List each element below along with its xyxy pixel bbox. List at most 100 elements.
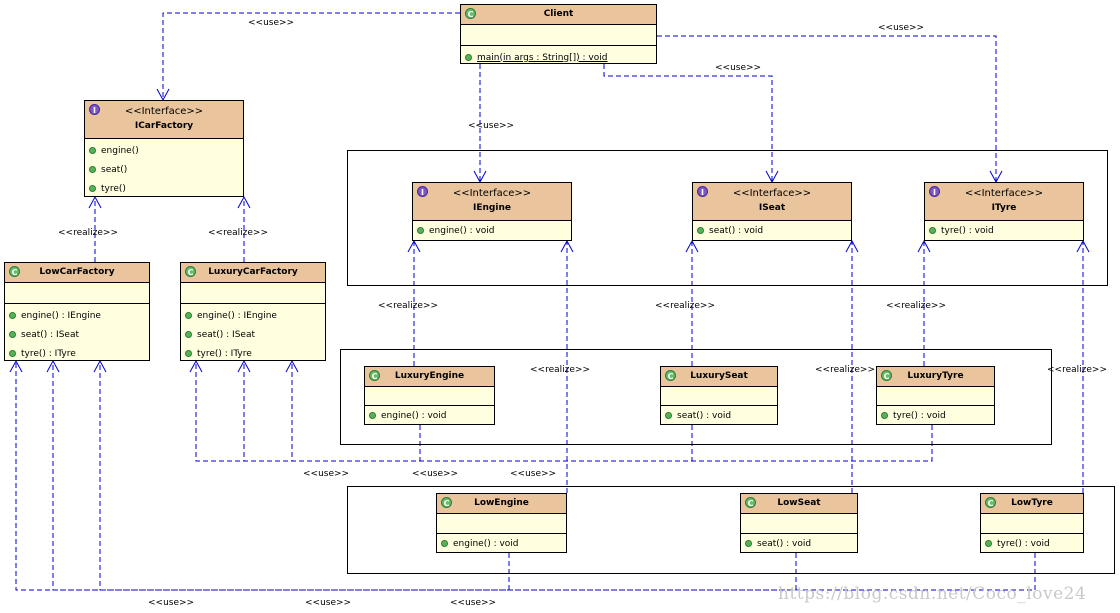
label-use-client-icar: <<use>> <box>248 18 295 28</box>
public-method-icon <box>985 540 992 547</box>
label-realize-luxseat: <<realize>> <box>655 301 715 311</box>
operation: tyre() : ITyre <box>5 344 149 363</box>
public-method-icon <box>441 540 448 547</box>
arrow-lowcar-1 <box>9 359 23 373</box>
class-name: Client <box>543 9 574 19</box>
class-name: LuxurySeat <box>690 371 748 381</box>
class-client[interactable]: C Client main(in args : String[]) : void <box>460 4 657 64</box>
stereotype: <<Interface>> <box>452 188 532 199</box>
class-lowtyre[interactable]: C LowTyre tyre() : void <box>980 493 1084 553</box>
stereotype: <<Interface>> <box>124 106 204 117</box>
dep-client-iseat <box>603 64 773 182</box>
class-icon: C <box>665 370 676 381</box>
watermark: https://blog.csdn.net/Coco_love24 <box>778 584 1087 604</box>
public-method-icon <box>881 412 888 419</box>
label-use-luxtyre: <<use>> <box>510 469 557 479</box>
label-realize-luxcar: <<realize>> <box>208 228 268 238</box>
arrow-icar-low <box>88 195 102 209</box>
class-name: LuxuryEngine <box>394 371 465 381</box>
dep-lowtyre-lowcar <box>99 361 1036 591</box>
operation: seat() : void <box>693 221 851 240</box>
operation: engine() : void <box>365 406 494 425</box>
label-use-client-iengine: <<use>> <box>468 121 515 131</box>
stereotype: <<Interface>> <box>964 188 1044 199</box>
interface-icon: I <box>417 186 428 197</box>
public-method-icon <box>9 312 16 319</box>
interface-ityre[interactable]: I <<Interface>> ITyre tyre() : void <box>924 182 1084 241</box>
class-icon: C <box>985 497 996 508</box>
dep-luxtyre-luxcar <box>291 361 933 462</box>
label-use-lowseat: <<use>> <box>305 598 352 608</box>
operation: engine() : IEngine <box>5 306 149 325</box>
arrow-luxcar-2 <box>237 359 251 373</box>
class-lowcarfactory[interactable]: C LowCarFactory engine() : IEngine seat(… <box>4 262 150 361</box>
class-luxurycarfactory[interactable]: C LuxuryCarFactory engine() : IEngine se… <box>180 262 326 361</box>
interface-iengine[interactable]: I <<Interface>> IEngine engine() : void <box>412 182 572 241</box>
interface-icon: I <box>697 186 708 197</box>
public-method-icon <box>417 227 424 234</box>
class-luxuryengine[interactable]: C LuxuryEngine engine() : void <box>364 366 495 425</box>
arrow-iseat-lux <box>685 239 699 253</box>
operation: seat() : void <box>661 406 777 425</box>
class-name: LowEngine <box>474 498 529 508</box>
class-name: LuxuryTyre <box>907 371 964 381</box>
dep-client-ityre <box>657 35 997 182</box>
class-luxuryseat[interactable]: C LuxurySeat seat() : void <box>660 366 778 425</box>
label-realize-lowtyre: <<realize>> <box>1047 365 1107 375</box>
class-luxurytyre[interactable]: C LuxuryTyre tyre() : void <box>876 366 995 425</box>
operation: main(in args : String[]) : void <box>461 48 656 67</box>
low-product-group <box>347 486 1115 574</box>
label-realize-loweng: <<realize>> <box>530 365 590 375</box>
interface-iseat[interactable]: I <<Interface>> ISeat seat() : void <box>692 182 852 241</box>
public-method-icon <box>89 166 96 173</box>
arrow-luxcar-3 <box>285 359 299 373</box>
class-name: LowSeat <box>777 498 821 508</box>
operation: seat() <box>85 160 243 179</box>
interface-name: IEngine <box>473 203 511 213</box>
label-realize-luxtyre: <<realize>> <box>886 301 946 311</box>
public-method-icon <box>185 312 192 319</box>
luxury-product-group <box>340 349 1052 445</box>
label-realize-lowseat: <<realize>> <box>815 365 875 375</box>
interface-name: ITyre <box>991 203 1017 213</box>
label-use-luxeng: <<use>> <box>303 469 350 479</box>
operation: tyre() : void <box>877 406 994 425</box>
interface-group <box>347 150 1108 286</box>
public-method-icon <box>89 185 96 192</box>
operation: tyre() <box>85 179 243 198</box>
operation: engine() <box>85 141 243 160</box>
arrow-lowcar-3 <box>93 359 107 373</box>
arrow-luxcar-1 <box>189 359 203 373</box>
arrow-ieng-lux <box>407 239 421 253</box>
label-use-loweng: <<use>> <box>148 598 195 608</box>
operation: seat() : ISeat <box>181 325 325 344</box>
class-name: LowTyre <box>1011 498 1053 508</box>
class-icon: C <box>465 8 476 19</box>
interface-name: ICarFactory <box>134 121 194 131</box>
class-icon: C <box>185 266 196 277</box>
public-method-icon <box>9 350 16 357</box>
label-use-client-ityre: <<use>> <box>878 23 925 33</box>
interface-icarfactory[interactable]: I <<Interface>> ICarFactory engine() sea… <box>84 100 244 197</box>
arrow-iseat-low <box>845 239 859 253</box>
label-use-lowtyre: <<use>> <box>450 598 497 608</box>
operation: seat() : void <box>741 534 857 553</box>
class-name: LuxuryCarFactory <box>208 267 298 277</box>
public-method-icon <box>665 412 672 419</box>
label-realize-luxeng: <<realize>> <box>378 301 438 311</box>
class-lowengine[interactable]: C LowEngine engine() : void <box>436 493 567 553</box>
label-realize-lowcar: <<realize>> <box>58 228 118 238</box>
class-lowseat[interactable]: C LowSeat seat() : void <box>740 493 858 553</box>
interface-icon: I <box>929 186 940 197</box>
class-name: LowCarFactory <box>39 267 115 277</box>
label-use-luxseat: <<use>> <box>412 469 459 479</box>
operation: tyre() : void <box>925 221 1083 240</box>
public-method-icon <box>929 227 936 234</box>
dep-lowseat-lowcar <box>52 361 797 591</box>
arrow-icar-lux <box>237 195 251 209</box>
arrow-ityre-low <box>1076 239 1090 253</box>
arrow-lowcar-2 <box>46 359 60 373</box>
operation: engine() : IEngine <box>181 306 325 325</box>
operation: engine() : void <box>437 534 566 553</box>
